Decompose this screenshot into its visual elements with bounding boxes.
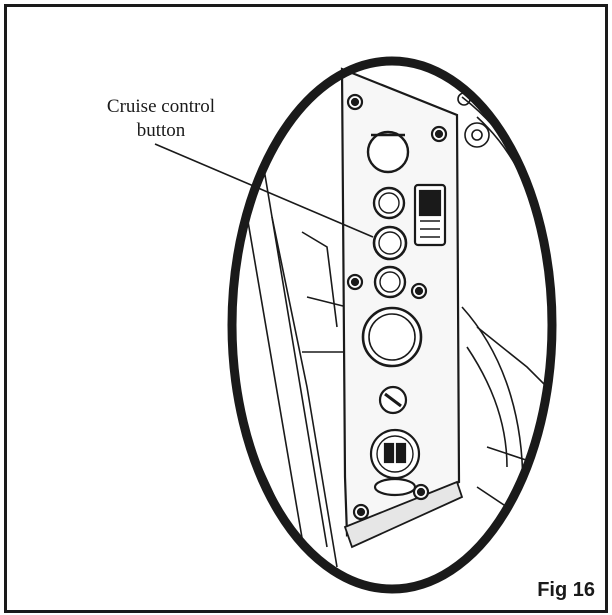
figure-caption: Fig 16 <box>537 579 595 601</box>
rocker-switch-icon <box>413 183 447 247</box>
callout-label-line1: Cruise control <box>106 96 216 117</box>
small-button-lower <box>373 265 407 299</box>
figure-frame: Cruise control button Fig 16 <box>4 4 608 613</box>
callout-leader-line <box>154 143 374 238</box>
small-button-upper <box>372 186 406 220</box>
large-button <box>361 306 423 368</box>
callout-label-line2: button <box>136 120 186 141</box>
rotary-selector-icon <box>378 385 408 415</box>
detail-oval <box>227 56 557 594</box>
panel-screws <box>346 93 448 521</box>
top-knob-icon <box>366 130 410 174</box>
callout-label: Cruise control button <box>71 95 251 143</box>
panel-illustration <box>154 56 557 594</box>
cruise-control-button <box>372 225 408 261</box>
charging-socket-icon <box>369 428 421 497</box>
